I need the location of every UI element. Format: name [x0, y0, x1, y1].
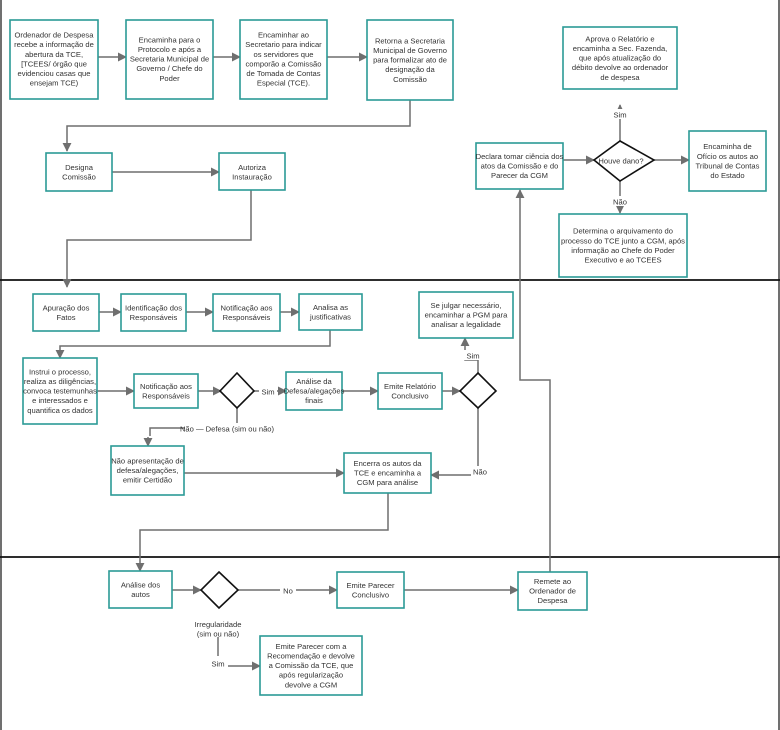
- box-aprova-relatorio: [562, 26, 678, 90]
- label-sim-irreg: Sim: [211, 660, 224, 669]
- box-declara-ciencia: [475, 142, 564, 190]
- text-se-julgar-necessario-pgm: Se julgar necessário,encaminhar a PGM pa…: [425, 301, 509, 329]
- box-analise-defesa: [285, 371, 343, 411]
- label-nao-top: Não: [613, 198, 627, 207]
- box-remete-ordenador: [517, 571, 588, 611]
- box-emite-relatorio-conclusivo: [377, 372, 443, 410]
- bg-label-nao-defesa: [185, 423, 269, 433]
- box-autoriza-instauracao: [218, 152, 286, 191]
- box-retorna-secretaria: [366, 19, 454, 101]
- bg-label-sim-top: [611, 109, 629, 119]
- label-nao-defesa: Não — Defesa (sim ou não): [180, 425, 275, 434]
- bg-label-nao-irreg: [280, 585, 296, 595]
- bg-label-nao-pgm: [471, 466, 489, 476]
- box-nao-apresentacao-defesa: [110, 445, 185, 496]
- label-sim-defesa: Sim: [261, 388, 274, 397]
- box-encaminha-oficio-tribunal: [688, 130, 767, 192]
- bg-label-sim-defesa: [259, 386, 277, 396]
- box-encaminha-protocolo: [125, 19, 214, 100]
- decision-irregularidade: [199, 570, 240, 610]
- text-instrui-processo: Instrui o processo,realiza as diligência…: [23, 367, 97, 414]
- label-sim-pgm: Sim: [466, 352, 479, 361]
- box-analisa-justificativas: [298, 293, 363, 331]
- decision-defesa: [218, 371, 256, 410]
- box-encaminhar-secretario: [239, 19, 328, 100]
- text-decision-houve-dano: Houve dano?: [598, 157, 643, 166]
- box-apuracao-fatos: [32, 293, 100, 332]
- box-notificacao-responsaveis-1: [212, 293, 281, 332]
- bg-label-nao-top: [611, 196, 629, 206]
- label-nao-irreg: No: [283, 587, 293, 596]
- box-identificacao-responsaveis: [120, 293, 187, 332]
- box-designa-comissao: [45, 152, 113, 192]
- box-determina-arquivamento: [558, 213, 688, 278]
- decision-houve-dano: [592, 140, 656, 182]
- text-decision-irregularidade: Irregularidade(sim ou não): [195, 620, 242, 639]
- box-emite-parecer-recomendacao: [259, 635, 363, 696]
- box-instrui-processo: [22, 357, 98, 425]
- label-sim-top: Sim: [613, 111, 626, 120]
- box-ordenador-recebe-informacao: [9, 19, 99, 100]
- box-emite-parecer-conclusivo: [336, 571, 405, 609]
- decision-pgm: [458, 371, 498, 410]
- box-notificacao-responsaveis-2: [133, 373, 199, 409]
- box-se-julgar-necessario-pgm: [418, 291, 514, 339]
- box-encerra-autos: [343, 452, 432, 494]
- bg-label-sim-pgm: [464, 350, 482, 360]
- label-nao-pgm: Não: [473, 468, 487, 477]
- connectors: [55, 52, 690, 671]
- box-analise-autos: [108, 570, 173, 609]
